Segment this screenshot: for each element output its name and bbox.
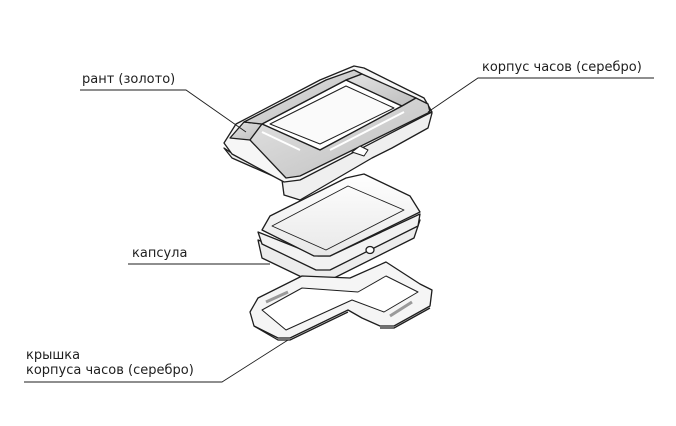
leader-lines	[24, 77, 654, 383]
label-capsule-text: капсула	[132, 246, 188, 261]
capsule-part	[257, 173, 421, 283]
case-notch	[351, 145, 369, 157]
case-back-edge	[253, 311, 349, 341]
watch-case-part	[223, 65, 433, 201]
label-capsule: капсула	[132, 246, 187, 261]
case-back-edge-2	[380, 307, 431, 329]
rim-highlight-2	[329, 111, 405, 151]
capsule-top-inner	[271, 185, 405, 251]
leader-case	[427, 77, 654, 113]
label-rim: рант (золото)	[82, 72, 175, 87]
label-back: крышка корпуса часов (серебро)	[26, 348, 194, 378]
label-rim-text: рант (золото)	[82, 72, 176, 87]
capsule-crown	[365, 245, 375, 255]
capsule-top	[261, 173, 421, 257]
case-back-lug-right	[389, 300, 413, 318]
rim-highlight	[261, 131, 301, 151]
rim-bottom-band	[249, 97, 431, 179]
case-window-inner	[269, 85, 395, 145]
label-case-text: корпус часов (серебро)	[482, 60, 642, 75]
label-case: корпус часов (серебро)	[482, 60, 642, 75]
case-back-recess	[261, 275, 419, 331]
leader-back	[24, 339, 289, 383]
case-back-part	[249, 261, 433, 341]
label-back-line2: корпуса часов (серебро)	[26, 363, 194, 378]
label-back-line1: крышка	[26, 348, 81, 363]
leader-rim	[80, 89, 247, 133]
case-back-lug-left	[265, 290, 289, 304]
